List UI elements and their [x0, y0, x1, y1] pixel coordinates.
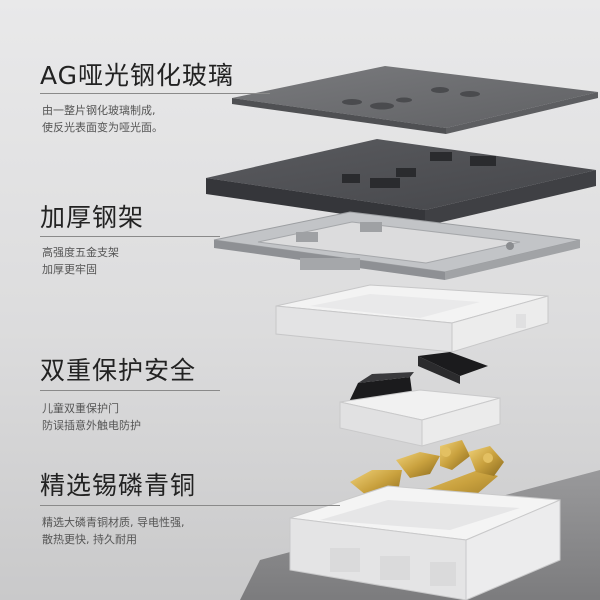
dark-panel-layer [206, 139, 596, 226]
desc-line: 儿童双重保护门 [42, 402, 119, 415]
section-desc-steel-frame: 高强度五金支架 加厚更牢固 [42, 244, 119, 278]
section-title-phosphor-bronze: 精选锡磷青铜 [40, 471, 197, 500]
desc-line: 精选大磷青铜材质, 导电性强, [42, 516, 185, 529]
white-base-layer [289, 485, 561, 600]
desc-line: 由一整片钢化玻璃制成, [42, 104, 156, 117]
leader-line [40, 236, 220, 237]
section-desc-phosphor-bronze: 精选大磷青铜材质, 导电性强, 散热更快, 持久耐用 [42, 514, 185, 548]
white-tray-layer [275, 284, 549, 353]
steel-frame-layer [213, 211, 581, 280]
desc-line: 加厚更牢固 [42, 263, 97, 276]
section-title-double-protection: 双重保护安全 [40, 356, 197, 385]
shutter-layer [339, 352, 501, 447]
leader-line [40, 505, 340, 506]
leader-line [40, 390, 220, 391]
desc-line: 防误插意外触电防护 [42, 419, 141, 432]
section-desc-ag-glass: 由一整片钢化玻璃制成, 使反光表面变为哑光面。 [42, 102, 163, 136]
desc-line: 散热更快, 持久耐用 [42, 533, 137, 546]
desc-line: 使反光表面变为哑光面。 [42, 121, 163, 134]
glass-panel-layer [232, 66, 598, 134]
section-title-steel-frame: 加厚钢架 [40, 203, 145, 232]
desc-line: 高强度五金支架 [42, 246, 119, 259]
section-desc-double-protection: 儿童双重保护门 防误插意外触电防护 [42, 400, 141, 434]
leader-line [40, 93, 270, 94]
section-title-ag-glass: AG哑光钢化玻璃 [40, 61, 235, 90]
